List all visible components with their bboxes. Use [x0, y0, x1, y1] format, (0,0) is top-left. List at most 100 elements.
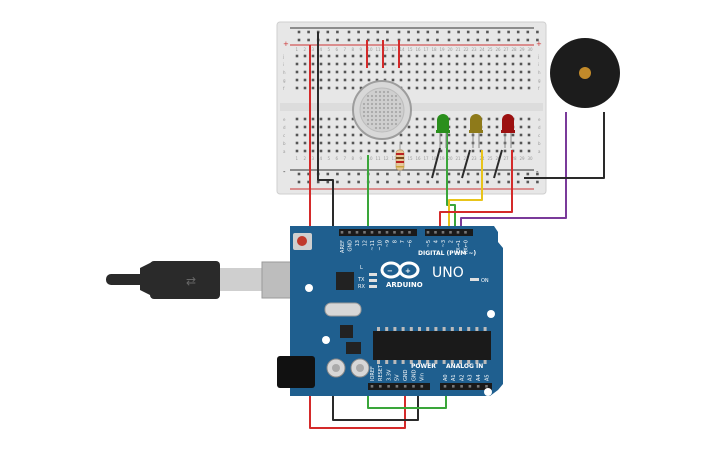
breadboard-hole [295, 133, 299, 137]
breadboard-hole [415, 149, 419, 153]
rail-hole [386, 38, 389, 42]
power-pin-label: RESET [378, 364, 384, 381]
digital-pin-label: 7 [400, 240, 406, 243]
breadboard-hole [471, 70, 475, 74]
rail-hole [516, 180, 520, 184]
rail-hole [507, 30, 510, 34]
breadboard-hole [495, 78, 499, 82]
breadboard-hole [423, 86, 427, 90]
digital-pin [348, 231, 351, 234]
breadboard-hole [303, 70, 307, 74]
analog-pin-label: A2 [459, 374, 465, 381]
breadboard-hole [359, 78, 363, 82]
column-number: 6 [336, 156, 339, 161]
column-number: 8 [352, 156, 355, 161]
rail-hole [476, 172, 480, 176]
rail-hole [526, 172, 530, 176]
wire-green-led [446, 133, 456, 232]
breadboard-hole [383, 54, 387, 58]
column-number: 4 [320, 47, 323, 52]
breadboard-hole [495, 133, 499, 137]
power-pin [412, 385, 415, 388]
breadboard-hole [463, 54, 467, 58]
rail-hole [357, 172, 360, 176]
rail-plus-label: + [536, 40, 542, 48]
column-number: 3 [312, 156, 315, 161]
rail-hole [357, 30, 360, 34]
digital-pin-label: RX←0 [463, 240, 469, 254]
row-letter: e [538, 117, 541, 122]
breadboard-hole [399, 70, 403, 74]
digital-pin-label: TX→1 [456, 240, 462, 255]
power-pin [395, 385, 399, 388]
mesh-dot [398, 114, 402, 118]
breadboard-hole [415, 78, 419, 82]
rail-hole [457, 172, 460, 176]
breadboard-hole [311, 117, 315, 121]
digital-header-label: DIGITAL (PWM ~) [418, 250, 476, 257]
analog-header-label: ANALOG IN [446, 363, 483, 370]
breadboard-hole [343, 54, 347, 58]
mesh-dot [374, 126, 378, 130]
column-number: 7 [344, 47, 347, 52]
rail-hole [466, 172, 470, 176]
mesh-dot [398, 110, 402, 114]
breadboard-hole [479, 86, 483, 90]
digital-pin-label: 4 [433, 240, 439, 243]
breadboard-hole [431, 141, 435, 145]
mesh-dot [374, 118, 378, 122]
breadboard-hole [351, 149, 355, 153]
breadboard-hole [415, 117, 419, 121]
breadboard-hole [487, 78, 491, 82]
rail-hole [297, 30, 301, 34]
mesh-dot [386, 90, 390, 94]
breadboard-hole [399, 78, 403, 82]
breadboard-hole [351, 141, 355, 145]
rail-hole [357, 180, 360, 184]
column-number: 23 [472, 47, 478, 52]
breadboard-hole [455, 133, 459, 137]
rail-hole [326, 30, 330, 34]
breadboard-hole [327, 125, 331, 129]
rail-hole [386, 172, 389, 176]
breadboard-hole [471, 86, 475, 90]
red-led [501, 114, 515, 148]
power-pin [387, 385, 390, 388]
rail-hole [307, 30, 310, 34]
rail-hole [447, 38, 451, 42]
rail-hole [507, 38, 510, 42]
rail-hole [447, 180, 451, 184]
mesh-dot [382, 90, 386, 94]
breadboard-hole [447, 117, 451, 121]
breadboard-hole [527, 141, 531, 145]
column-number: 16 [416, 156, 422, 161]
breadboard-hole [495, 149, 499, 153]
rail-hole [297, 38, 301, 42]
breadboard-hole [367, 54, 371, 58]
mesh-dot [382, 122, 386, 126]
breadboard-hole [487, 117, 491, 121]
mesh-dot [370, 102, 374, 106]
breadboard-hole [335, 62, 339, 66]
mesh-dot [378, 98, 382, 102]
column-number: 8 [352, 47, 355, 52]
mesh-dot [386, 126, 390, 130]
mesh-dot [382, 98, 386, 102]
digital-pin-label: ~3 [441, 240, 447, 247]
row-letter: b [283, 141, 286, 146]
breadboard-hole [503, 62, 507, 66]
breadboard-hole [455, 141, 459, 145]
rail-hole [497, 38, 501, 42]
breadboard-hole [327, 86, 331, 90]
column-number: 9 [360, 156, 363, 161]
breadboard-hole [447, 70, 451, 74]
rail-hole [447, 30, 451, 34]
mesh-dot [394, 122, 398, 126]
column-number: 5 [328, 47, 331, 52]
mesh-dot [378, 110, 382, 114]
column-number: 28 [512, 47, 518, 52]
breadboard-hole [351, 117, 355, 121]
rail-hole [366, 38, 370, 42]
rail-hole [376, 30, 380, 34]
breadboard-hole [463, 78, 467, 82]
